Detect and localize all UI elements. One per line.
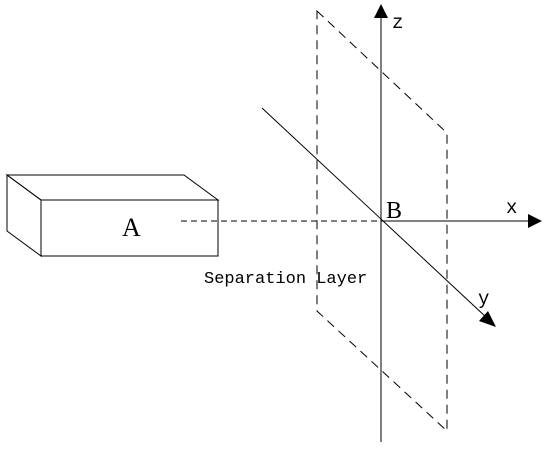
box-a-top-face [5,174,220,201]
separation-layer-label: Separation Layer [204,270,367,289]
origin-b-label: B [386,198,402,224]
box-a-side-face [6,174,42,257]
z-axis-arrowhead-icon [374,4,388,18]
y-axis-arrowhead-icon [479,311,496,327]
x-axis-arrowhead-icon [528,214,542,228]
box-a [5,174,220,257]
box-a-label: A [122,213,141,242]
z-axis-label: z [392,12,403,34]
y-axis-label: y [478,288,489,310]
y-axis-line [261,107,488,319]
x-axis-label: x [506,197,517,219]
separation-layer-plane [316,9,448,433]
